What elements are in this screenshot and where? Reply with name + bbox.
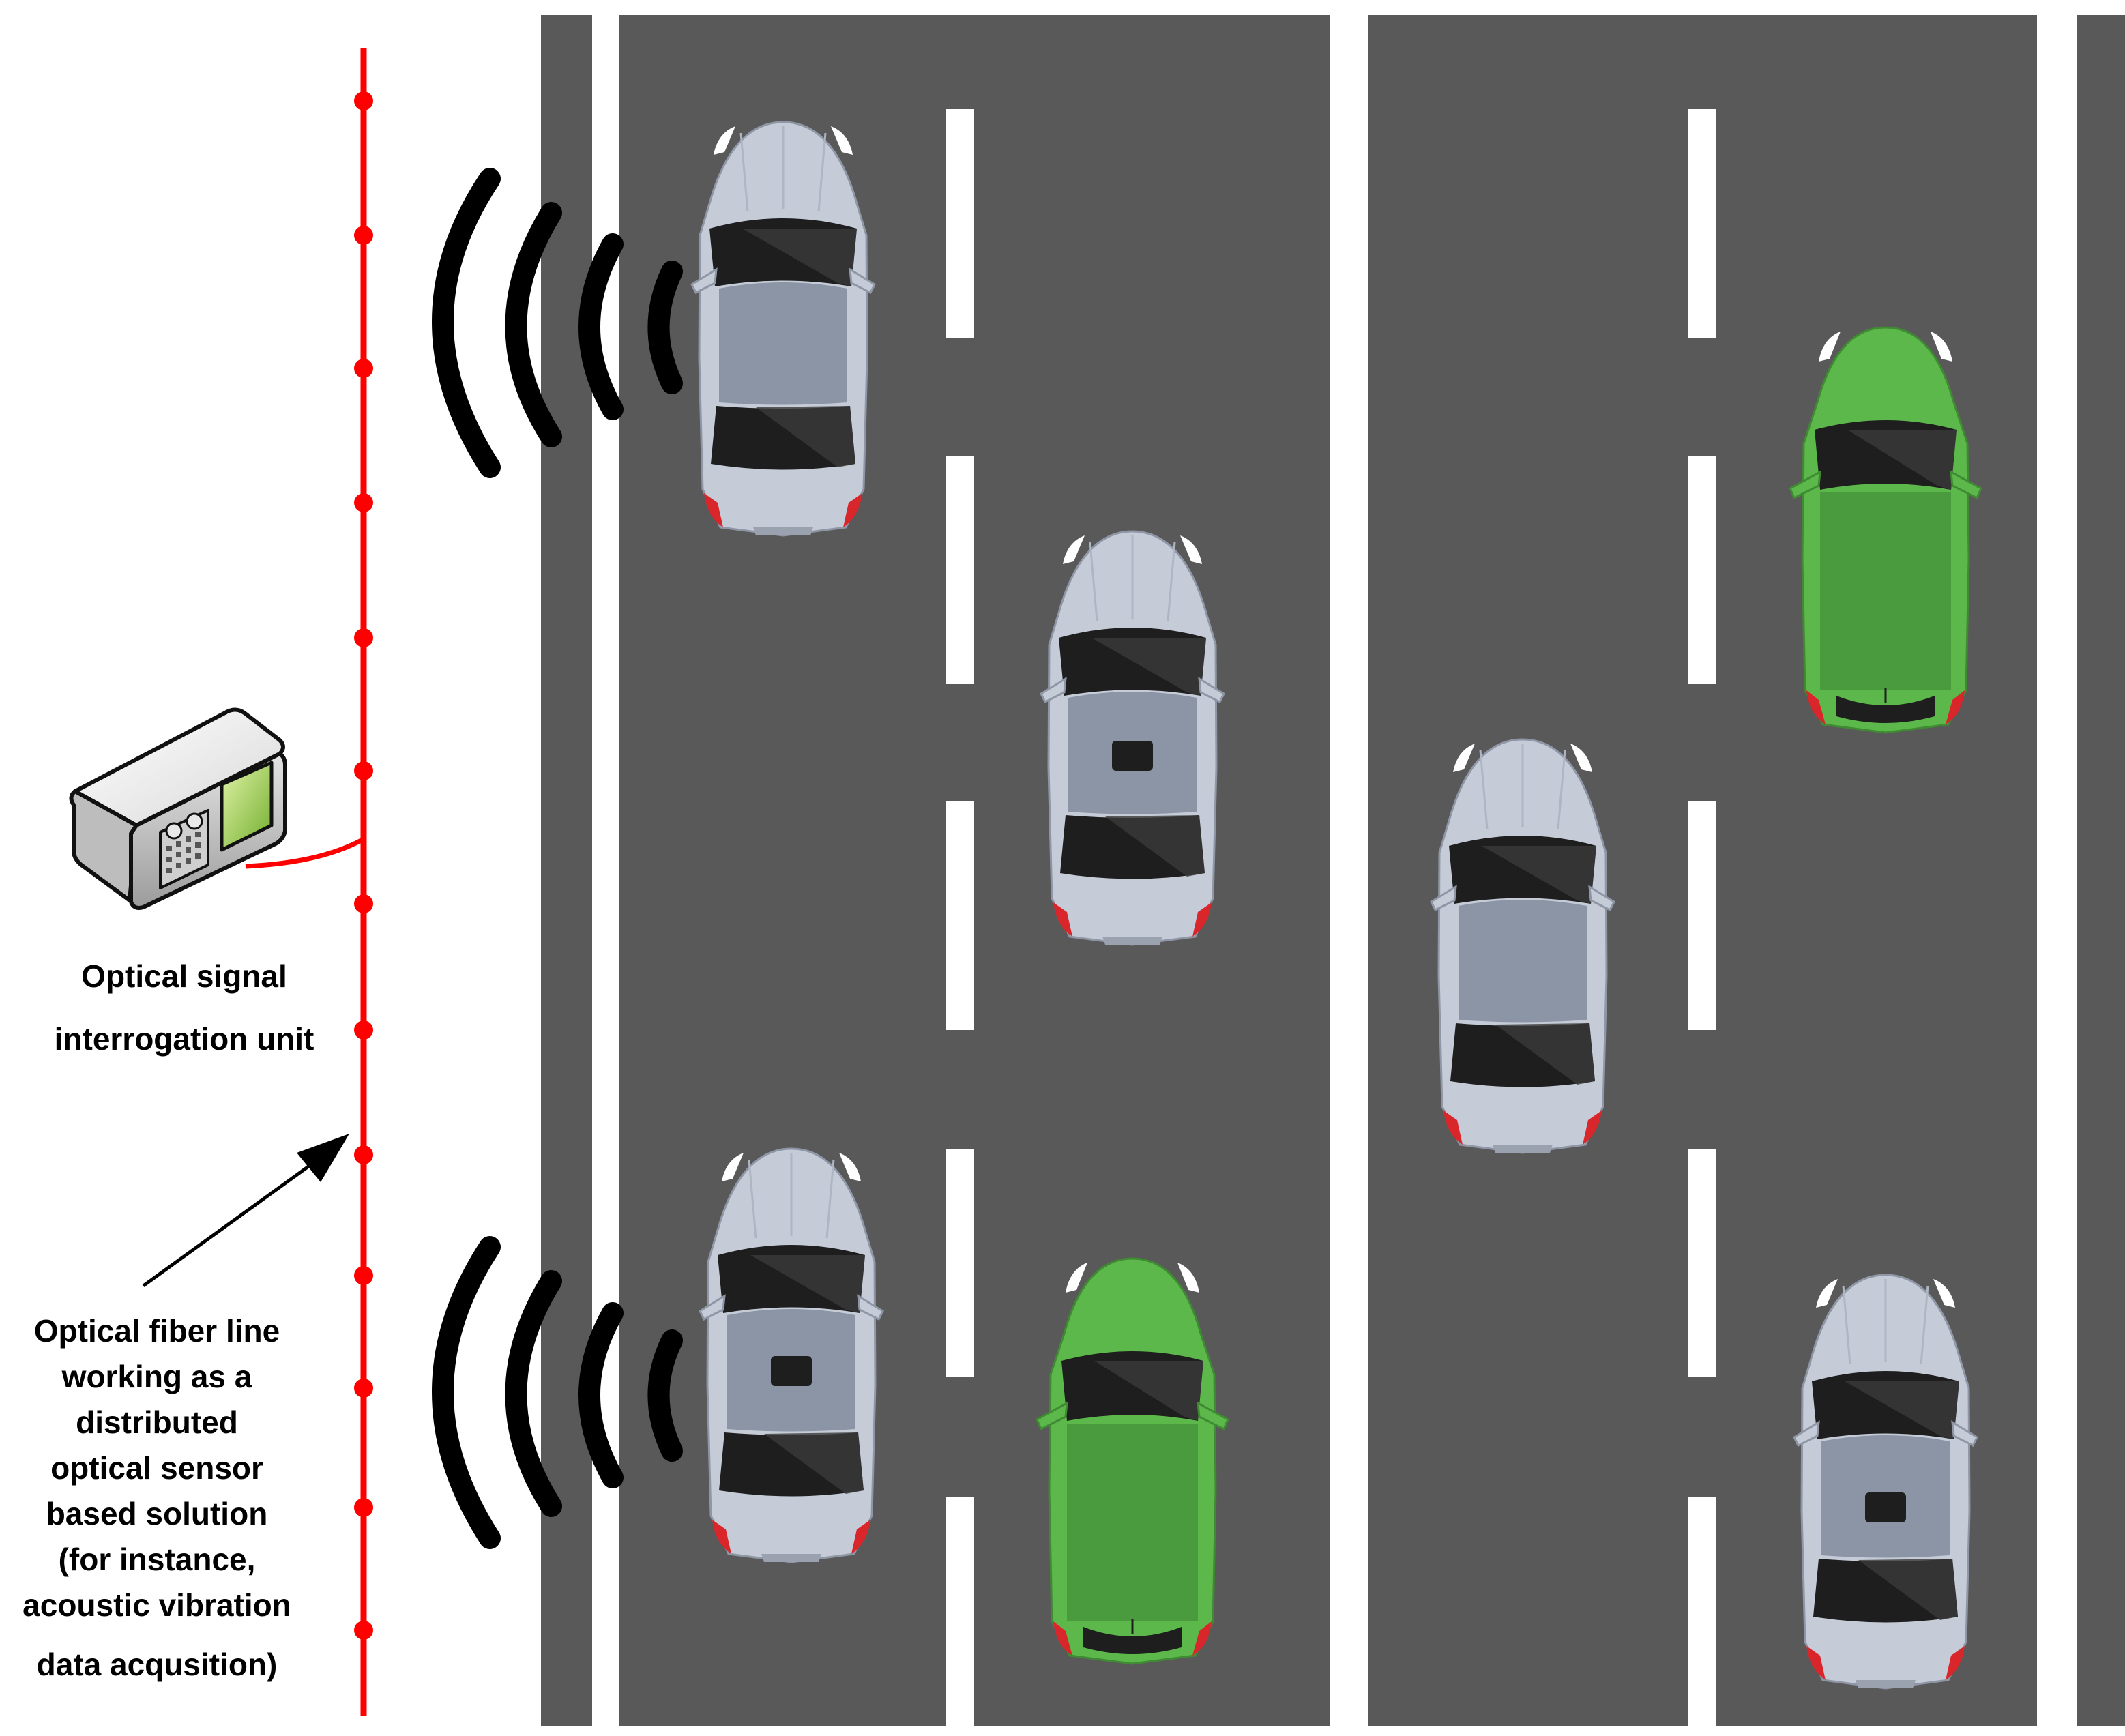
fiber-sensing-nodes [354,91,373,1640]
car-icon [699,1147,884,1563]
label-line: data acqusition) [36,1647,278,1682]
solid-lane-line [2037,15,2064,1726]
label-line: Optical fiber line [33,1313,280,1349]
label-line: working as a [61,1359,252,1394]
sunroof [1865,1492,1906,1522]
car-icon [1793,1274,1978,1690]
label-line: acoustic vibration [23,1587,291,1623]
signal-wave-icon [432,1236,683,1549]
label-line: Optical signal [81,958,287,994]
car-icon [1430,738,1615,1154]
road-edge-strip [2077,15,2125,1726]
car-icon [1040,530,1225,946]
arrow-icon [142,1134,349,1288]
unit-fiber-connection [245,836,365,869]
signal-wave-icon [432,168,683,478]
dashed-lane-line-right [1688,109,1716,1726]
label-line: (for instance, [58,1542,256,1577]
sunroof [1112,741,1153,771]
label-line: based solution [46,1496,268,1531]
car-icon [690,121,876,537]
interrogation-unit-label: Optical signal interrogation unit [0,945,368,1070]
label-line: interrogation unit [54,1021,314,1057]
label-line: optical sensor [50,1450,263,1486]
interrogation-unit-icon [69,707,287,910]
label-line: distributed [76,1404,238,1440]
dashed-lane-line-left [946,109,974,1726]
fiber-line-label: Optical fiber line working as a distribu… [0,1308,314,1688]
sunroof [771,1356,812,1386]
